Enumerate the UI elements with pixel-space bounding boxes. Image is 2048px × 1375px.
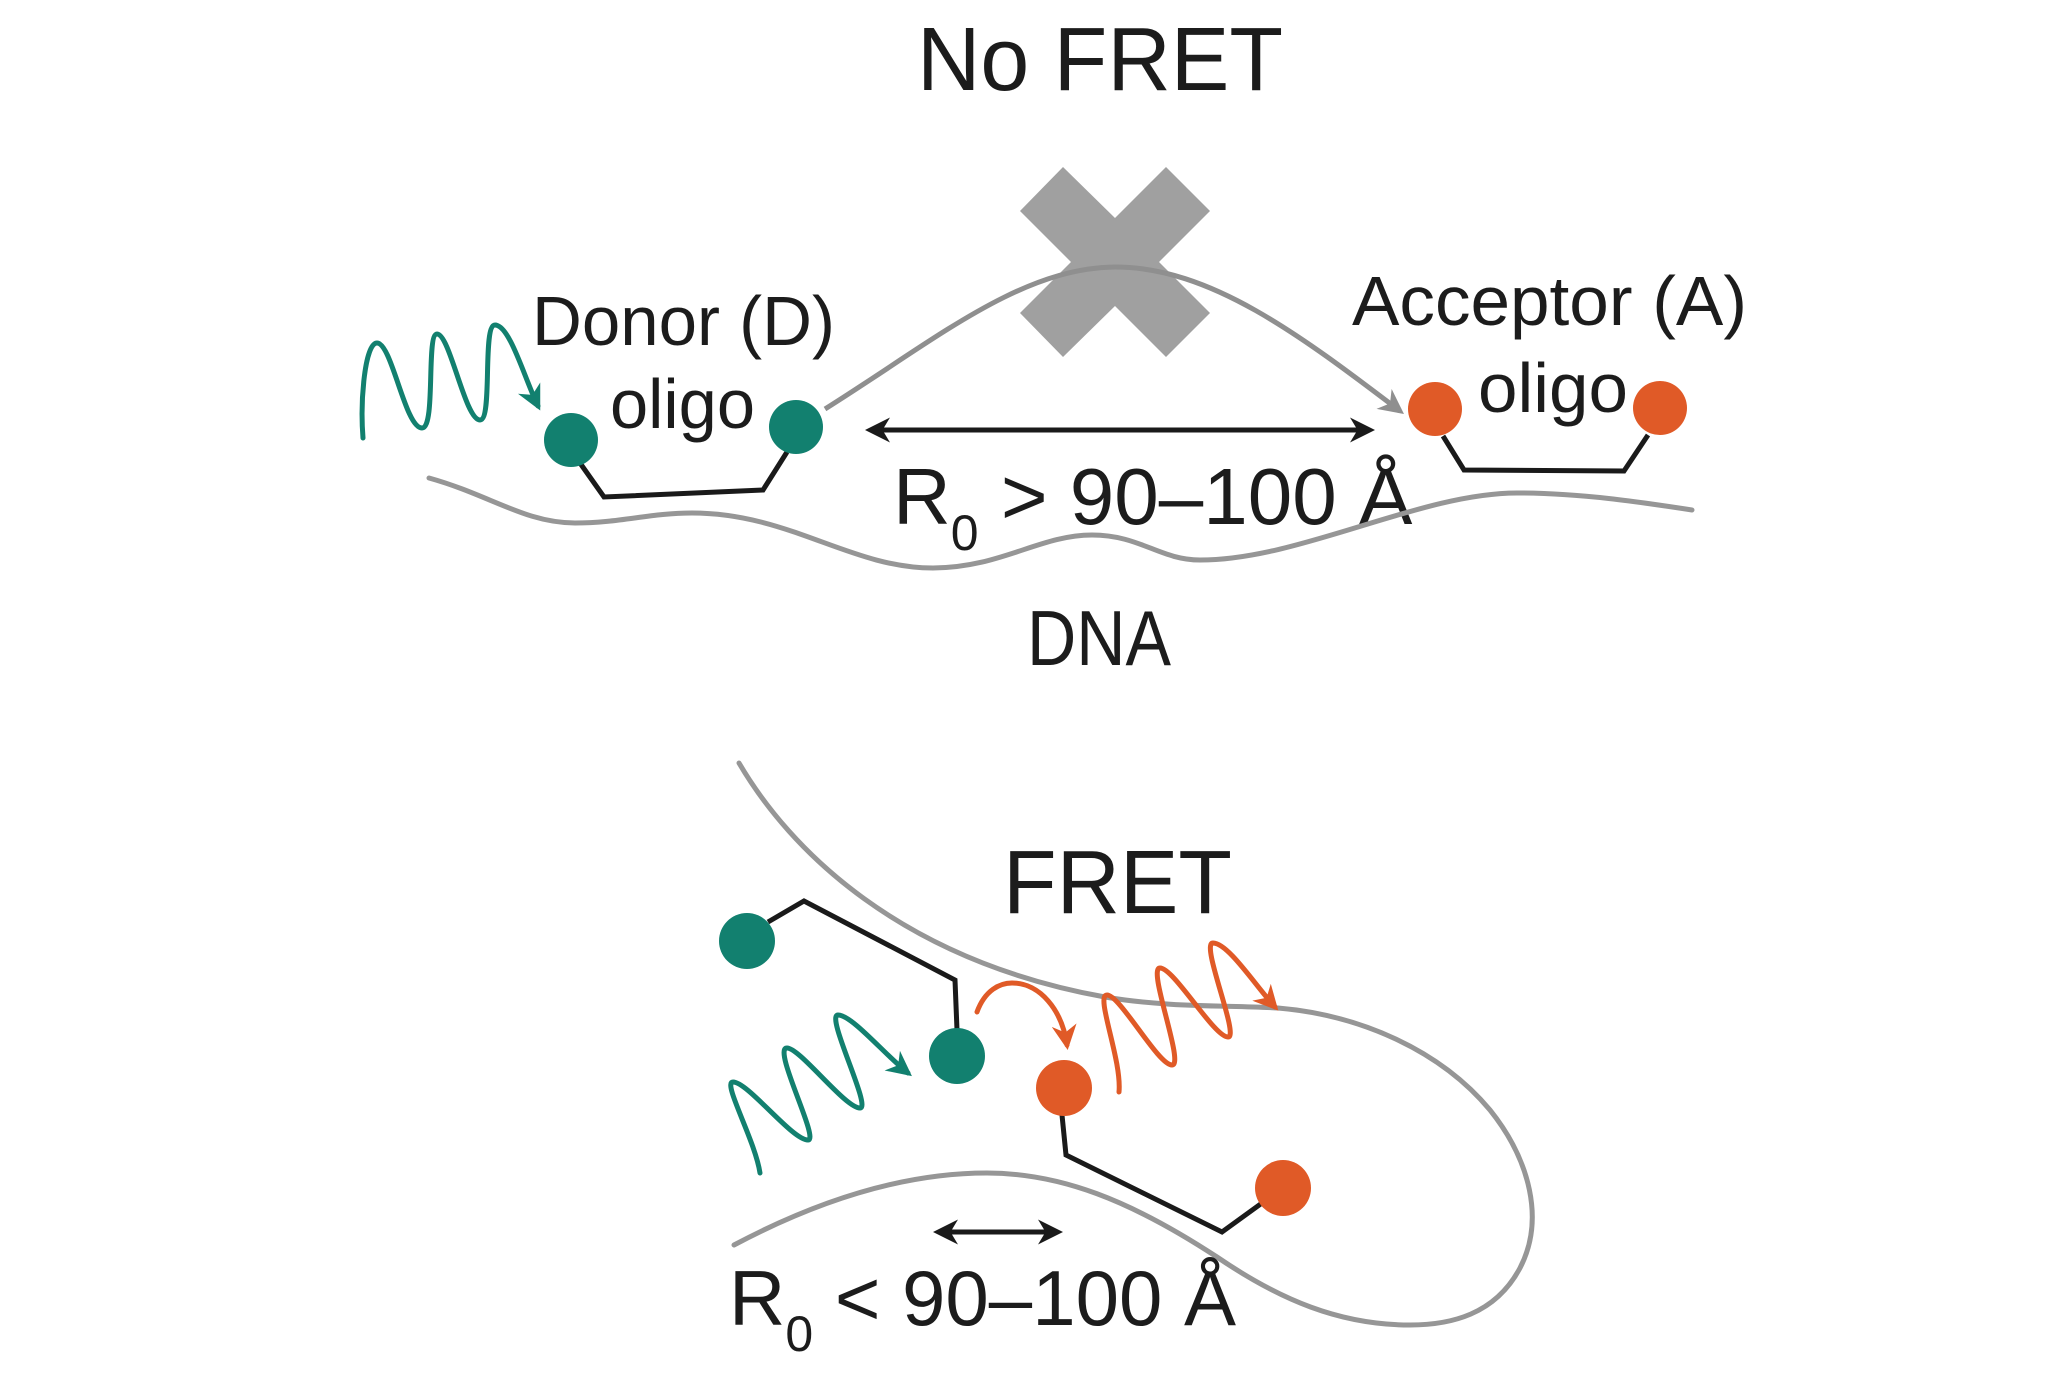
no-fret-distance-label: R0 > 90–100 Å <box>893 452 1413 561</box>
acceptor-linker <box>1440 433 1651 474</box>
fret-donor-oligo <box>719 898 985 1084</box>
donor-oligo <box>544 400 823 500</box>
r-symbol: R <box>893 452 951 541</box>
dna-label: DNA <box>1027 594 1171 682</box>
donor-excitation-wave <box>359 322 541 441</box>
donor-dye-right <box>769 400 823 454</box>
distance-value: > 90–100 Å <box>979 452 1413 541</box>
fret-acceptor-dye-top <box>1036 1060 1092 1116</box>
donor-label: Donor (D) <box>532 282 835 360</box>
donor-dye-left <box>544 413 598 467</box>
fret-title: FRET <box>1003 833 1232 933</box>
fret-acceptor-dye-bottom <box>1255 1160 1311 1216</box>
transfer-attempt-arc <box>823 264 1404 415</box>
donor-oligo-label: oligo <box>610 365 755 443</box>
fret-r-symbol: R <box>729 1254 785 1342</box>
no-fret-panel: No FRET Donor (D) oligo Acceptor (A) oli… <box>359 10 1747 682</box>
fret-donor-dye-bottom <box>929 1028 985 1084</box>
acceptor-oligo <box>1408 381 1687 474</box>
energy-transfer-arrow <box>974 980 1077 1050</box>
fret-acceptor-oligo <box>1036 1060 1311 1235</box>
fret-distance-value: < 90–100 Å <box>813 1254 1236 1342</box>
fret-distance-label: R0 < 90–100 Å <box>729 1254 1236 1362</box>
fret-donor-dye-top <box>719 913 775 969</box>
no-fret-title: No FRET <box>917 10 1283 110</box>
acceptor-dye-left <box>1408 382 1462 436</box>
fret-donor-linker <box>766 898 960 1031</box>
dna-strand <box>426 475 1695 571</box>
acceptor-oligo-label: oligo <box>1478 349 1628 427</box>
acceptor-label: Acceptor (A) <box>1352 262 1747 340</box>
donor-linker <box>577 450 790 500</box>
fret-panel: FRET R0 < 90–100 Å <box>719 760 1535 1362</box>
fret-donor-excitation-wave <box>728 1012 912 1176</box>
x-mark-icon <box>1020 167 1210 357</box>
r-subscript: 0 <box>951 505 979 561</box>
fret-acceptor-linker <box>1059 1114 1264 1235</box>
acceptor-dye-right <box>1633 381 1687 435</box>
acceptor-emission-wave <box>1101 940 1279 1095</box>
fret-r-subscript: 0 <box>785 1306 813 1362</box>
